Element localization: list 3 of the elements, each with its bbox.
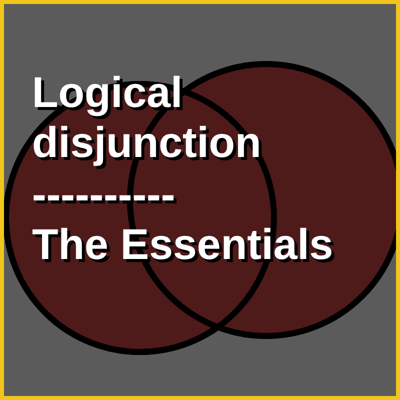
title: Logical disjunction [32, 68, 262, 168]
subtitle: The Essentials [32, 220, 334, 270]
dashed-divider-text: ---------- [32, 170, 176, 220]
